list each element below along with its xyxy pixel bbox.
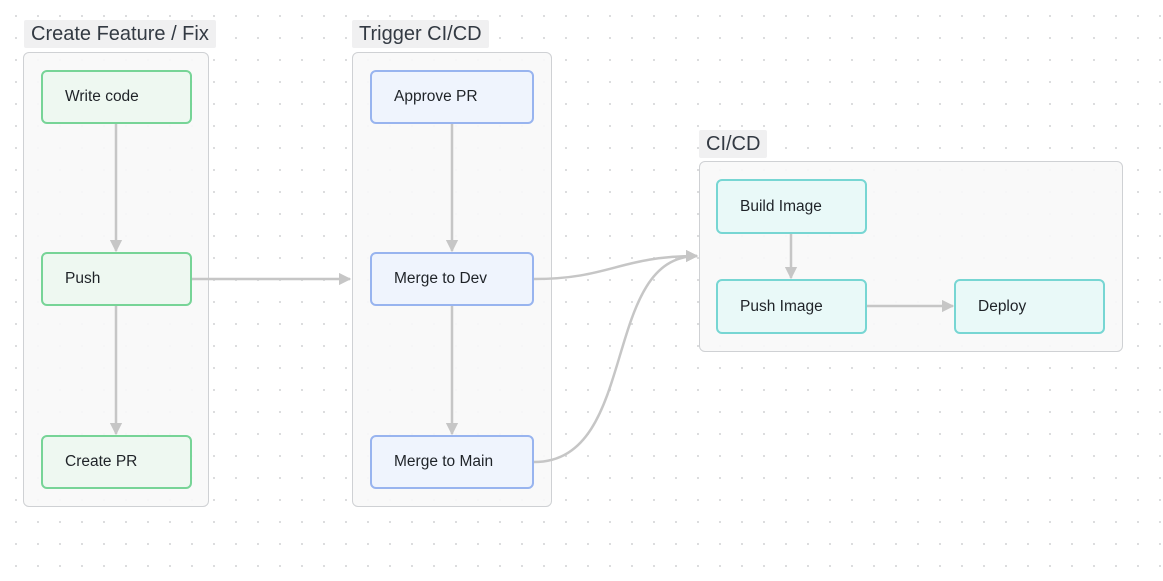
- node-label: Build Image: [740, 197, 822, 215]
- group-label-create-feature: Create Feature / Fix: [24, 20, 216, 48]
- node-write-code[interactable]: Write code: [41, 70, 192, 124]
- node-label: Merge to Dev: [394, 270, 488, 287]
- node-label: Write code: [65, 88, 139, 105]
- node-label: Approve PR: [394, 88, 478, 105]
- edge-merge-dev-to-cicd: [533, 249, 699, 281]
- node-label: Push: [65, 270, 101, 287]
- node-merge-to-dev[interactable]: Merge to Dev: [370, 252, 534, 306]
- group-label-trigger-cicd: Trigger CI/CD: [352, 20, 489, 48]
- node-label: Merge to Main: [394, 453, 494, 470]
- node-create-pr[interactable]: Create PR: [41, 435, 192, 489]
- node-label: Deploy: [978, 297, 1027, 315]
- group-label-cicd: CI/CD: [699, 130, 768, 158]
- node-approve-pr[interactable]: Approve PR: [370, 70, 534, 124]
- node-merge-to-main[interactable]: Merge to Main: [370, 435, 534, 489]
- node-deploy[interactable]: Deploy: [954, 279, 1105, 334]
- node-push-image[interactable]: Push Image: [716, 279, 867, 334]
- node-push[interactable]: Push: [41, 252, 192, 306]
- node-label: Create PR: [65, 453, 138, 470]
- node-build-image[interactable]: Build Image: [716, 179, 867, 234]
- edge-merge-main-to-cicd: [533, 249, 699, 464]
- node-label: Push Image: [740, 297, 823, 315]
